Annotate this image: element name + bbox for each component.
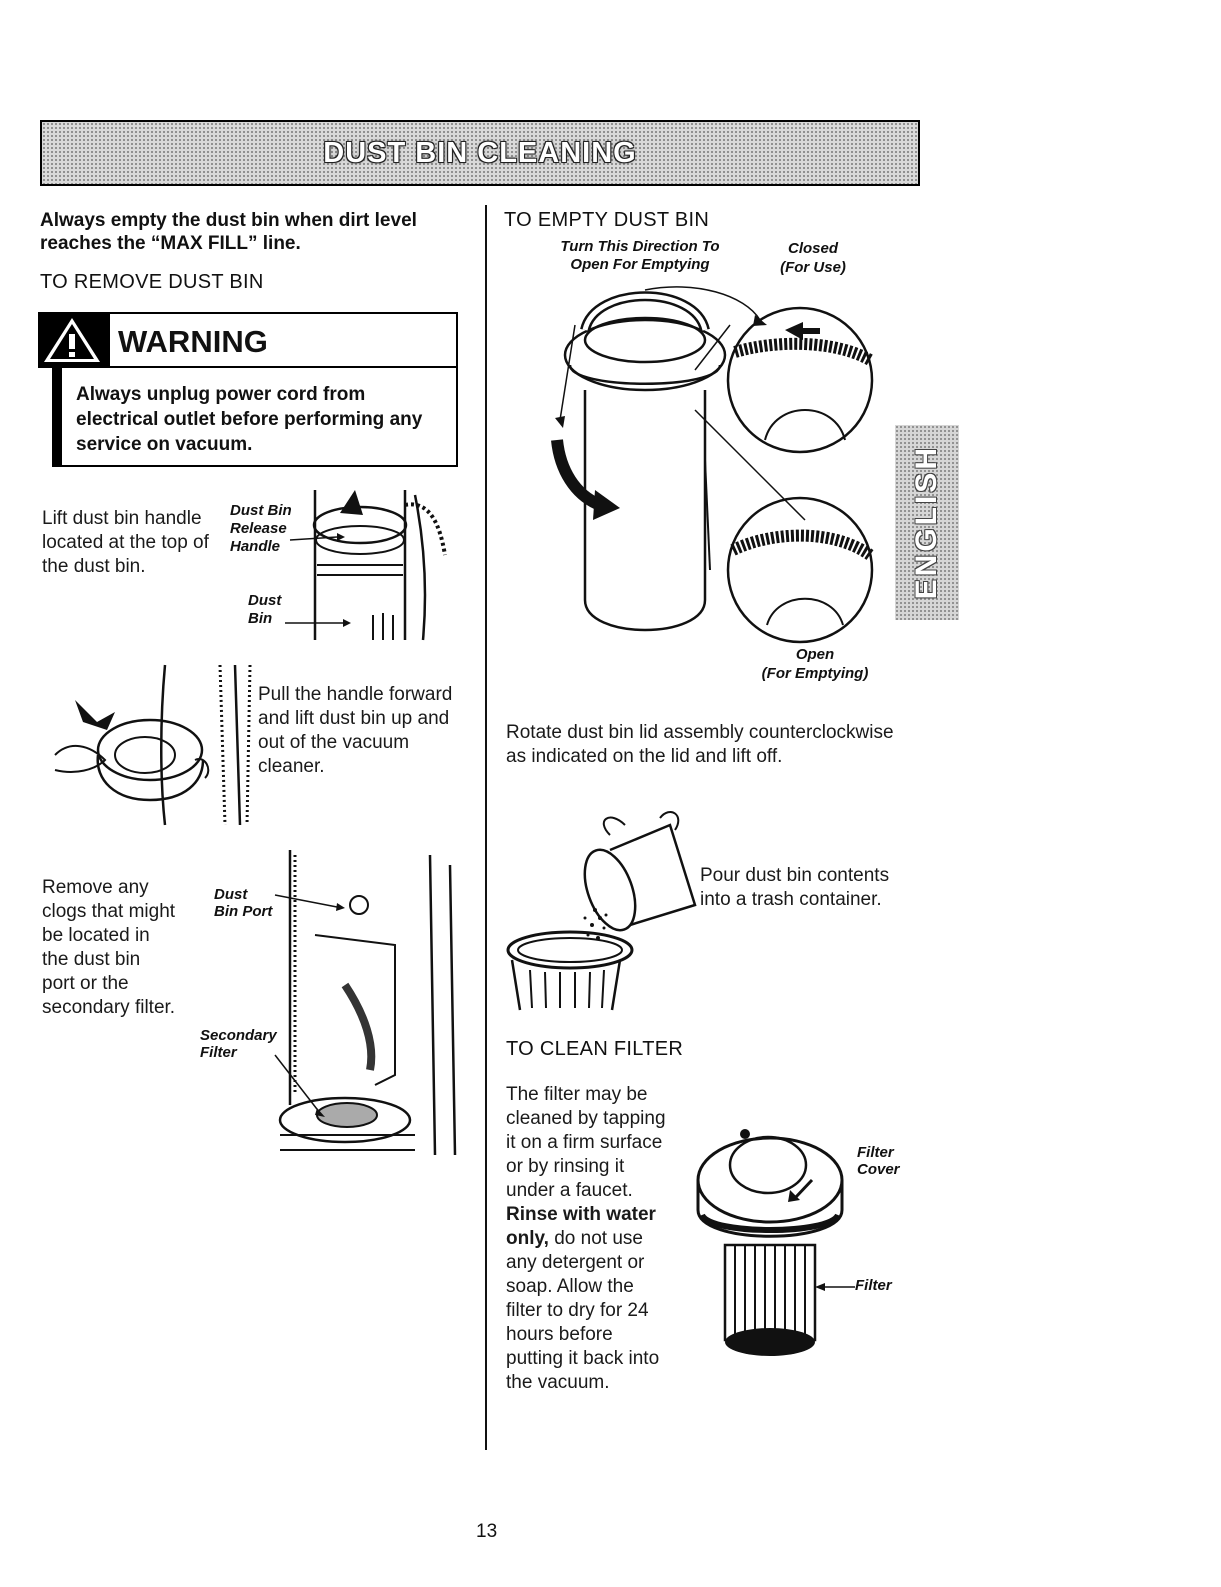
section-title-bar: DUST BIN CLEANING <box>40 120 920 186</box>
column-divider <box>485 205 487 1450</box>
step3-text: Remove any clogs that might be located i… <box>42 877 176 1018</box>
label-for-use: (For Use) <box>780 259 846 276</box>
dust-bin-port-illustration <box>274 850 457 1156</box>
label-turn-direction: Turn This Direction To Open For Emptying <box>560 238 720 273</box>
filter-text-bold: Rinse with water only, <box>506 1204 656 1249</box>
page-number: 13 <box>476 1521 498 1542</box>
rotate-text: Rotate dust bin lid assembly countercloc… <box>506 722 894 767</box>
label-dust-bin: Dust Bin <box>248 592 282 627</box>
label-closed: Closed <box>787 240 838 257</box>
filter-text: The filter may be cleaned by tapping it … <box>506 1083 671 1395</box>
label-open: Open <box>795 646 835 663</box>
label-secondary-filter: Secondary Filter <box>200 1027 277 1061</box>
pull-bin-illustration <box>54 664 252 826</box>
label-for-emptying: (For Emptying) <box>761 665 869 682</box>
label-dust-bin-port: Dust Bin Port <box>214 886 273 920</box>
language-side-tab: ENGLISH <box>895 425 959 620</box>
side-tab-label: ENGLISH <box>910 445 943 600</box>
filter-arrow <box>815 1283 855 1291</box>
intro-text: Always empty the dust bin when dirt leve… <box>40 210 417 254</box>
step2-text: Pull the handle forward and lift dust bi… <box>258 684 453 777</box>
dust-bin-handle-illustration <box>285 490 447 641</box>
filter-text-a: The filter may be cleaned by tapping it … <box>506 1084 666 1201</box>
label-filter-cover: Filter Cover <box>857 1144 900 1178</box>
pour-text: Pour dust bin contents into a trash cont… <box>700 865 890 910</box>
filter-heading: TO CLEAN FILTER <box>506 1038 684 1060</box>
empty-heading: TO EMPTY DUST BIN <box>504 209 710 231</box>
filter-text-b: do not use any detergent or soap. Allow … <box>506 1228 660 1393</box>
label-filter: Filter <box>855 1277 892 1294</box>
warning-label: WARNING <box>118 324 268 359</box>
pour-dust-illustration <box>506 811 697 1011</box>
warning-triangle-icon <box>38 312 110 368</box>
remove-heading: TO REMOVE DUST BIN <box>40 271 264 293</box>
dust-bin-lid-illustration <box>551 286 874 644</box>
step1-text: Lift dust bin handle located at the top … <box>42 508 209 577</box>
page-title: DUST BIN CLEANING <box>323 136 637 169</box>
warning-text: Always unplug power cord from electrical… <box>76 384 423 455</box>
label-release-handle: Dust Bin Release Handle <box>230 502 292 555</box>
filter-illustration <box>696 1129 844 1356</box>
